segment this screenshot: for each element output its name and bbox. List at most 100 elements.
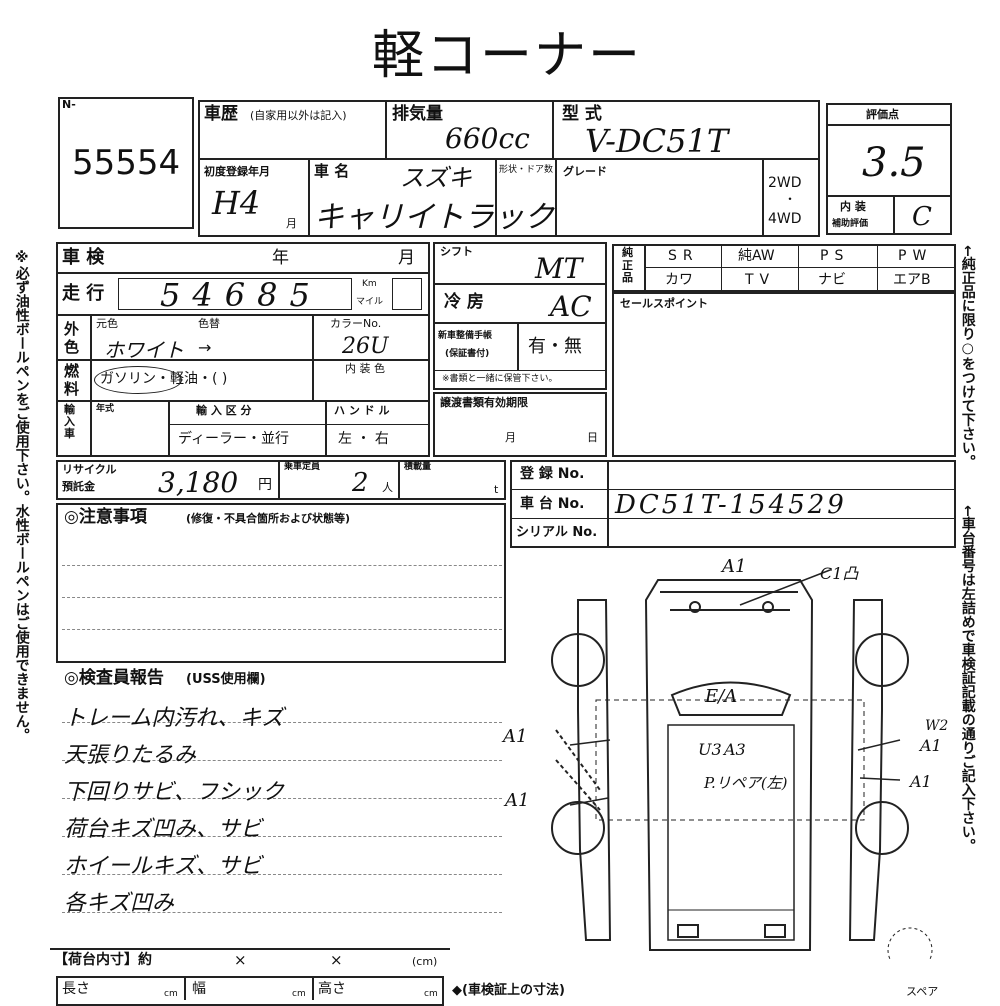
cargo-note: ◆(車検証上の寸法) bbox=[452, 983, 565, 998]
interior-label-2: 補助評価 bbox=[832, 219, 869, 229]
sales-point-label: セールスポイント bbox=[620, 297, 708, 310]
inspection-year: 年 bbox=[272, 248, 289, 268]
mark-u3: U3 bbox=[698, 740, 722, 759]
reg-label: 登 録 No. bbox=[520, 466, 585, 482]
equip-tv: TV bbox=[745, 272, 776, 288]
mark-windshield: E/A bbox=[705, 686, 738, 707]
lot-prefix: N- bbox=[62, 98, 76, 111]
registration-block bbox=[510, 460, 956, 548]
displacement-label: 排気量 bbox=[392, 104, 443, 124]
shape-label: 形状・ドア数 bbox=[499, 165, 554, 175]
page-title: 軽コーナー bbox=[372, 26, 643, 86]
equip-ps: PS bbox=[820, 248, 850, 264]
inspection-month: 月 bbox=[398, 248, 415, 268]
inspector-line-5: ホイールキズ、サビ bbox=[64, 854, 263, 879]
cargo-x-2: × bbox=[330, 951, 343, 969]
equip-kawa: カワ bbox=[665, 272, 693, 288]
recycle-label-1: リサイクル bbox=[62, 463, 117, 476]
history-note: (自家用以外は記入) bbox=[250, 109, 347, 122]
mark-right-w2: W2 bbox=[925, 718, 949, 734]
cargo-length: 長さ bbox=[62, 981, 90, 997]
shift-block bbox=[433, 242, 607, 390]
manual-label-2: (保証書付) bbox=[445, 349, 490, 359]
shift-label: シフト bbox=[440, 245, 473, 258]
inspector-sub: (USS使用欄) bbox=[186, 672, 266, 687]
shift-value: MT bbox=[535, 252, 583, 285]
score-label: 評価点 bbox=[866, 108, 899, 121]
mark-left-a1-top: A1 bbox=[503, 726, 528, 747]
lot-number: 55554 bbox=[72, 143, 181, 183]
inspector-title: ◎検査員報告 bbox=[64, 668, 164, 688]
mark-front-a1: A1 bbox=[722, 556, 747, 577]
exterior-orig-value: ホワイト bbox=[104, 338, 184, 362]
notes-sub: (修復・不具合箇所および状態等) bbox=[186, 512, 351, 525]
car-name-label: 車 名 bbox=[314, 162, 350, 180]
handle-options: 左 ・ 右 bbox=[338, 431, 389, 447]
mark-repair: P.リペア(左) bbox=[704, 774, 788, 792]
load-unit: t bbox=[494, 483, 499, 496]
manual-label-1: 新車整備手帳 bbox=[438, 331, 493, 341]
color-no-value: 26U bbox=[342, 334, 389, 359]
mileage-unit-km: Km bbox=[362, 279, 377, 289]
aircon-value: AC bbox=[550, 290, 592, 323]
score-box bbox=[826, 103, 952, 235]
chassis-label: 車 台 No. bbox=[520, 496, 585, 512]
handle-label: ハ ン ド ル bbox=[334, 404, 390, 417]
history-label: 車歴 bbox=[204, 104, 238, 124]
cargo-unit: (cm) bbox=[412, 955, 438, 968]
manual-note: ※書類と一緒に保管下さい。 bbox=[442, 374, 558, 384]
first-reg-value: H4 bbox=[212, 184, 261, 222]
drive-dot: ・ bbox=[784, 192, 797, 206]
fuel-label-text: 燃 料 bbox=[64, 362, 80, 398]
grade-label: グレード bbox=[563, 165, 607, 178]
mark-front-c1: C1凸 bbox=[820, 564, 859, 583]
equipment-label: 純正品 bbox=[622, 246, 633, 285]
displacement-value: 660cc bbox=[445, 122, 530, 155]
side-note-left: ※必ず油性ボールペンをご使用下さい。水性ボールペンはご使用できません。 bbox=[13, 250, 30, 742]
equip-navi: ナビ bbox=[818, 272, 846, 288]
transfer-day: 日 bbox=[587, 431, 598, 444]
score-value: 3.5 bbox=[862, 140, 926, 186]
import-class-label: 輸 入 区 分 bbox=[196, 404, 252, 417]
equip-airbag: エアB bbox=[893, 272, 931, 288]
import-year-label: 年式 bbox=[96, 404, 115, 414]
mileage-digits-box bbox=[118, 278, 352, 310]
cargo-x-1: × bbox=[234, 951, 247, 969]
capacity-label: 乗車定員 bbox=[284, 462, 321, 472]
cargo-label: 【荷台内寸】約 bbox=[54, 952, 152, 968]
color-no-label: カラーNo. bbox=[330, 317, 382, 330]
equipment-grid bbox=[612, 244, 956, 292]
mileage-label: 走 行 bbox=[62, 283, 105, 304]
inspector-line-6: 各キズ凹み bbox=[64, 891, 175, 916]
mark-left-a1-bottom: A1 bbox=[505, 790, 530, 811]
notes-box bbox=[56, 503, 506, 663]
capacity-unit: 人 bbox=[382, 481, 393, 494]
serial-label: シリアル No. bbox=[516, 525, 598, 540]
interior-value: C bbox=[912, 202, 932, 232]
cargo-height-cm: cm bbox=[424, 989, 438, 999]
recycle-label-2: 預託金 bbox=[62, 480, 95, 493]
first-reg-label: 初度登録年月 bbox=[204, 165, 270, 178]
exterior-repaint-label: 色替 bbox=[198, 317, 220, 330]
recycle-value: 3,180 bbox=[158, 466, 239, 499]
model-value: V-DC51T bbox=[585, 122, 729, 160]
lot-box bbox=[58, 97, 194, 229]
transfer-month: 月 bbox=[505, 431, 516, 444]
vehicle-diagram bbox=[551, 569, 933, 960]
sales-point-box bbox=[612, 292, 956, 457]
aircon-label: 冷 房 bbox=[444, 292, 484, 312]
chassis-value: DC51T-154529 bbox=[615, 490, 847, 520]
vehicle-detail-block bbox=[56, 242, 430, 457]
capacity-value: 2 bbox=[352, 468, 369, 498]
inspector-line-3: 下回りサビ、フシック bbox=[64, 780, 285, 805]
car-maker: スズキ bbox=[400, 164, 472, 192]
recycle-row bbox=[56, 460, 506, 500]
inspection-label: 車 検 bbox=[62, 247, 105, 268]
transfer-label: 譲渡書類有効期限 bbox=[440, 396, 528, 409]
interior-color-label: 内 装 色 bbox=[345, 362, 385, 375]
mark-right-a1-bottom: A1 bbox=[910, 772, 932, 791]
equip-pw: PW bbox=[898, 248, 933, 264]
mileage-value: 54685 bbox=[160, 276, 322, 314]
import-class-options: ディーラー・並行 bbox=[178, 431, 290, 447]
recycle-unit: 円 bbox=[258, 477, 272, 493]
